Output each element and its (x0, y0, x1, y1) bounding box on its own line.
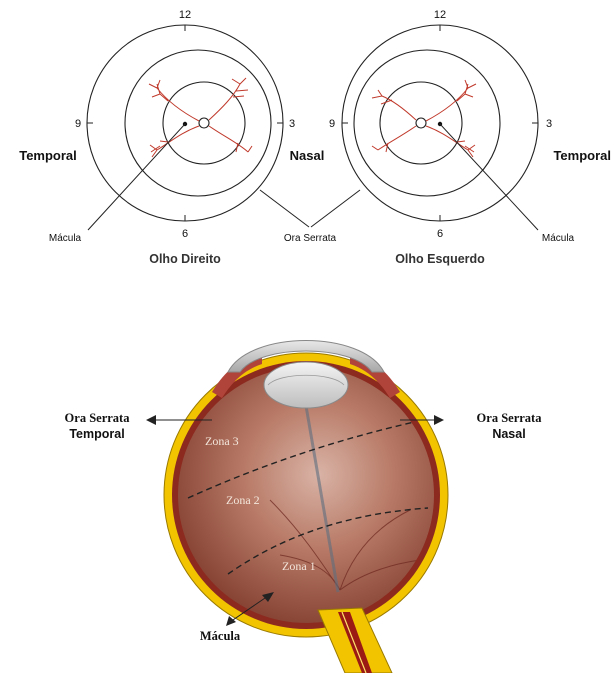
ora-serrata-callout: Ora Serrata (260, 190, 360, 244)
ora-serrata-temporal-line2: Temporal (69, 427, 124, 441)
right-eye-diagram: 12 9 3 6 Temporal Nasal Mácula Olho Dire… (19, 9, 324, 266)
ora-serrata-nasal-line1: Ora Serrata (477, 411, 543, 425)
zone-2-label: Zona 2 (226, 493, 260, 507)
left-eye-macula-label: Mácula (542, 233, 575, 244)
right-eye-clock-6: 6 (182, 228, 188, 240)
right-eye-ora-serrata-circle (125, 50, 271, 196)
left-eye-clock-6: 6 (437, 228, 443, 240)
right-eye-macula-label: Mácula (49, 233, 82, 244)
eye-cross-section: Zona 3 Zona 2 Zona 1 Ora Serrata Tempora… (65, 341, 543, 673)
lens (264, 362, 348, 408)
right-eye-clock-3: 3 (289, 118, 295, 130)
left-eye-temporal-label: Temporal (553, 148, 611, 163)
zone-1-label: Zona 1 (282, 559, 316, 573)
left-eye-clock-9: 9 (329, 118, 335, 130)
zone-3-label: Zona 3 (205, 434, 239, 448)
right-eye-temporal-label: Temporal (19, 148, 77, 163)
right-eye-macula-pointer (88, 124, 185, 230)
ora-serrata-temporal-line1: Ora Serrata (65, 411, 131, 425)
left-eye-title: Olho Esquerdo (395, 252, 485, 266)
left-eye-clock-3: 3 (546, 118, 552, 130)
left-eye-diagram: 12 9 3 6 Temporal Mácula Olho Esquerdo (329, 9, 611, 266)
right-eye-title: Olho Direito (149, 252, 221, 266)
ora-serrata-nasal-line2: Nasal (492, 427, 525, 441)
right-eye-clock-12: 12 (179, 9, 191, 21)
left-eye-optic-disc (416, 118, 426, 128)
right-eye-nasal-label: Nasal (290, 148, 325, 163)
right-eye-clock-9: 9 (75, 118, 81, 130)
left-eye-ora-serrata-circle (354, 50, 500, 196)
cross-section-macula-label: Mácula (200, 629, 241, 643)
right-eye-optic-disc (199, 118, 209, 128)
left-eye-macula-pointer (440, 124, 538, 230)
right-eye-vessels (149, 78, 252, 157)
left-eye-clock-12: 12 (434, 9, 446, 21)
ora-serrata-label: Ora Serrata (284, 233, 337, 244)
